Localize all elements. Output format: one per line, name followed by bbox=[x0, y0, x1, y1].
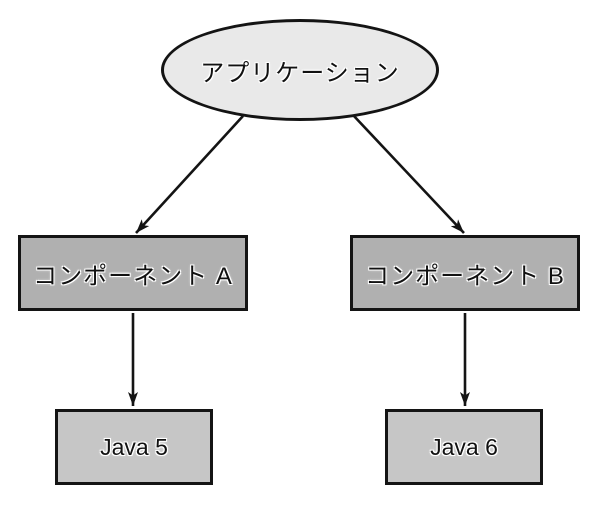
java-6-node: Java 6 bbox=[385, 409, 543, 485]
java-5-label: Java 5 bbox=[100, 433, 168, 460]
application-node: アプリケーション bbox=[161, 19, 439, 121]
component-b-node: コンポーネント B bbox=[350, 235, 580, 311]
application-label: アプリケーション bbox=[200, 59, 400, 87]
component-a-label: コンポーネント A bbox=[33, 262, 233, 290]
component-a-node: コンポーネント A bbox=[18, 235, 248, 311]
edge-application-to-component-a bbox=[135, 115, 244, 234]
component-b-label: コンポーネント B bbox=[365, 262, 565, 290]
edge-application-to-component-b bbox=[352, 114, 465, 234]
java-5-node: Java 5 bbox=[55, 409, 213, 485]
java-6-label: Java 6 bbox=[430, 433, 498, 460]
